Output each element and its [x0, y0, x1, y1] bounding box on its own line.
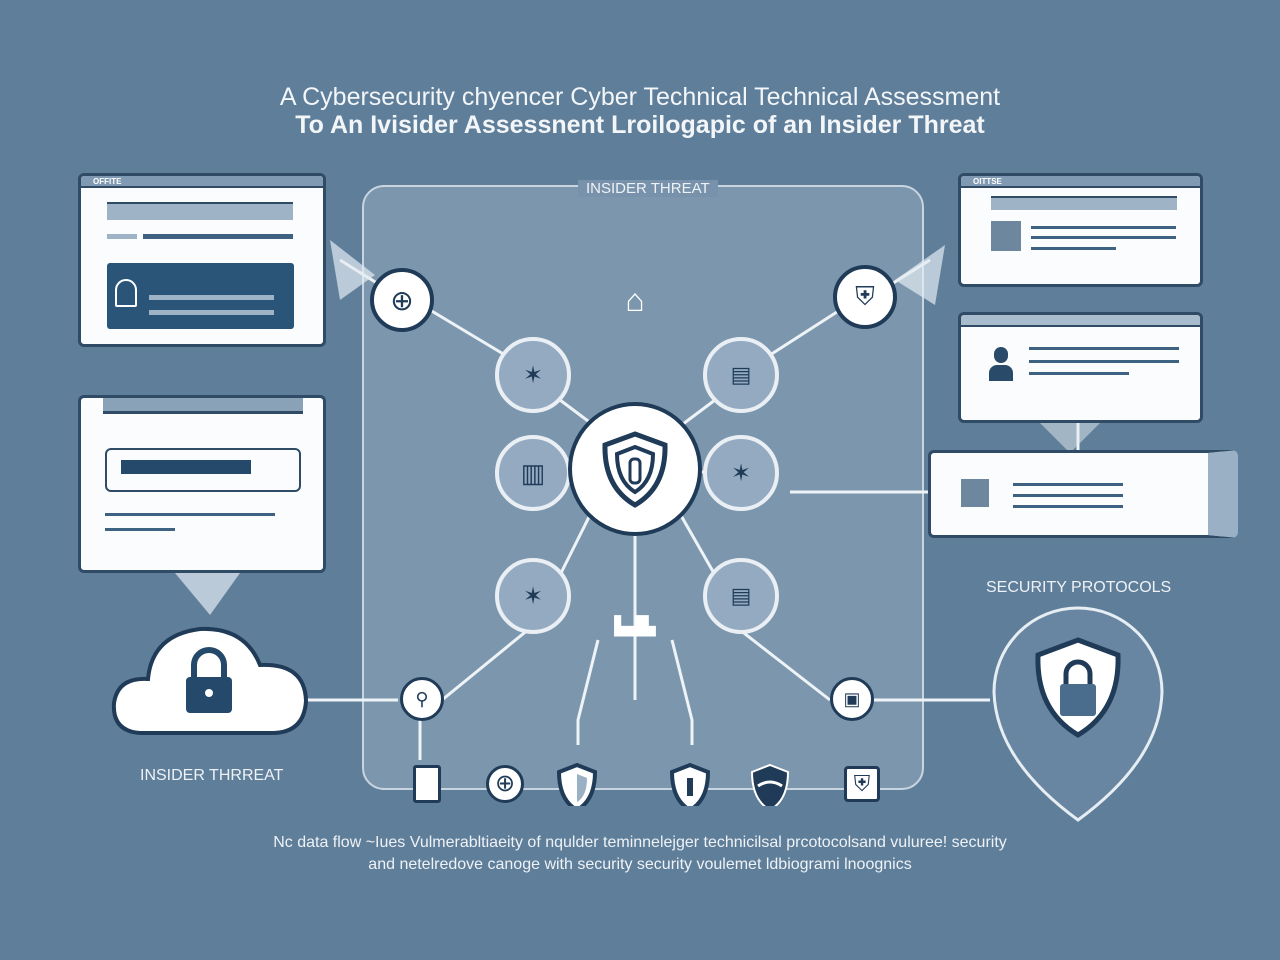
left-mid-window [78, 395, 326, 573]
lock-icon: ▣ [843, 688, 861, 709]
text-line [1031, 236, 1176, 239]
building-icon: ⌂ [625, 282, 645, 318]
central-shield-node[interactable] [568, 402, 702, 536]
text-line [1029, 347, 1179, 350]
text-line [143, 234, 293, 239]
input-box [105, 448, 301, 492]
right-bottom-window [928, 450, 1238, 538]
globe-icon: ⊕ [390, 284, 414, 316]
window-title: OITTSE [961, 176, 1200, 188]
badge-icon [961, 479, 989, 507]
shield-icon [556, 762, 598, 806]
network-node[interactable]: ▤ [703, 337, 779, 413]
user-icon [989, 347, 1013, 385]
security-shield-pin [992, 606, 1164, 822]
star-crack-icon: ✶ [522, 361, 544, 389]
user-icon [991, 221, 1021, 251]
cloud-lock-icon [111, 626, 309, 735]
text-line [107, 202, 293, 220]
network-node-globe[interactable]: ⊕ [370, 268, 434, 332]
shield-wave-icon [750, 763, 790, 806]
footer-line-1: Nc data flow ~Iues Vulmerabltiaeity of n… [273, 834, 1007, 851]
text-line [1013, 505, 1123, 508]
footer-line-2: and netelredove canoge with security sec… [368, 856, 912, 873]
text-line [105, 528, 175, 531]
text-line [1029, 360, 1179, 363]
header-bar [103, 398, 303, 414]
network-node[interactable]: ▤ [703, 558, 779, 634]
shield-icon: ⛨ [855, 281, 875, 311]
window-title: OFFITE [81, 176, 323, 188]
title-line-1: A Cybersecurity chyencer Cyber Technical… [279, 83, 1001, 111]
network-node-mask[interactable]: ⛨ [833, 265, 897, 329]
title-line-2: To An Ivisider Assessnent Lroilogapic of… [295, 111, 985, 139]
server-icon: ▤ [730, 583, 752, 608]
masked-field [121, 460, 251, 474]
text-line [105, 513, 275, 516]
link-icon: ⚲ [415, 688, 429, 709]
text-line [149, 295, 274, 300]
shield-icon [602, 431, 668, 508]
network-node[interactable]: ✶ [703, 435, 779, 511]
star-crack-icon: ✶ [522, 582, 544, 610]
text-line [1031, 226, 1176, 229]
text-line [1029, 372, 1129, 375]
server-icon: ▤ [730, 362, 752, 387]
title-bar [961, 315, 1200, 327]
text-line [1031, 247, 1116, 250]
left-bottom-label: INSIDER THRREAT [140, 767, 284, 784]
text-line [991, 196, 1177, 210]
lock-icon [115, 279, 137, 307]
shield-icon [669, 762, 711, 806]
right-label: SECURITY PROTOCOLS [986, 579, 1172, 596]
network-node[interactable]: ✶ [495, 337, 571, 413]
left-top-window: OFFITE [78, 173, 326, 347]
badge-shield-icon: ⛨ [840, 762, 884, 806]
text-line [107, 234, 137, 239]
network-node[interactable]: ▥ [495, 435, 571, 511]
network-node-link[interactable]: ⚲ [400, 677, 444, 721]
database-icon: ▥ [520, 457, 546, 488]
lock-card [107, 263, 294, 329]
star-crack-icon: ✶ [730, 459, 752, 487]
document-icon [405, 762, 449, 806]
text-line [149, 310, 274, 315]
network-node[interactable]: ✶ [495, 558, 571, 634]
right-top-window: OITTSE [958, 173, 1203, 287]
city-icon: ▙▟▙ [614, 616, 656, 636]
network-node-lock[interactable]: ▣ [830, 677, 874, 721]
right-mid-window [958, 312, 1203, 423]
panel-label: INSIDER THREAT [578, 180, 718, 197]
globe-icon: ⊕ [483, 762, 527, 806]
text-line [1013, 483, 1123, 486]
text-line [1013, 494, 1123, 497]
